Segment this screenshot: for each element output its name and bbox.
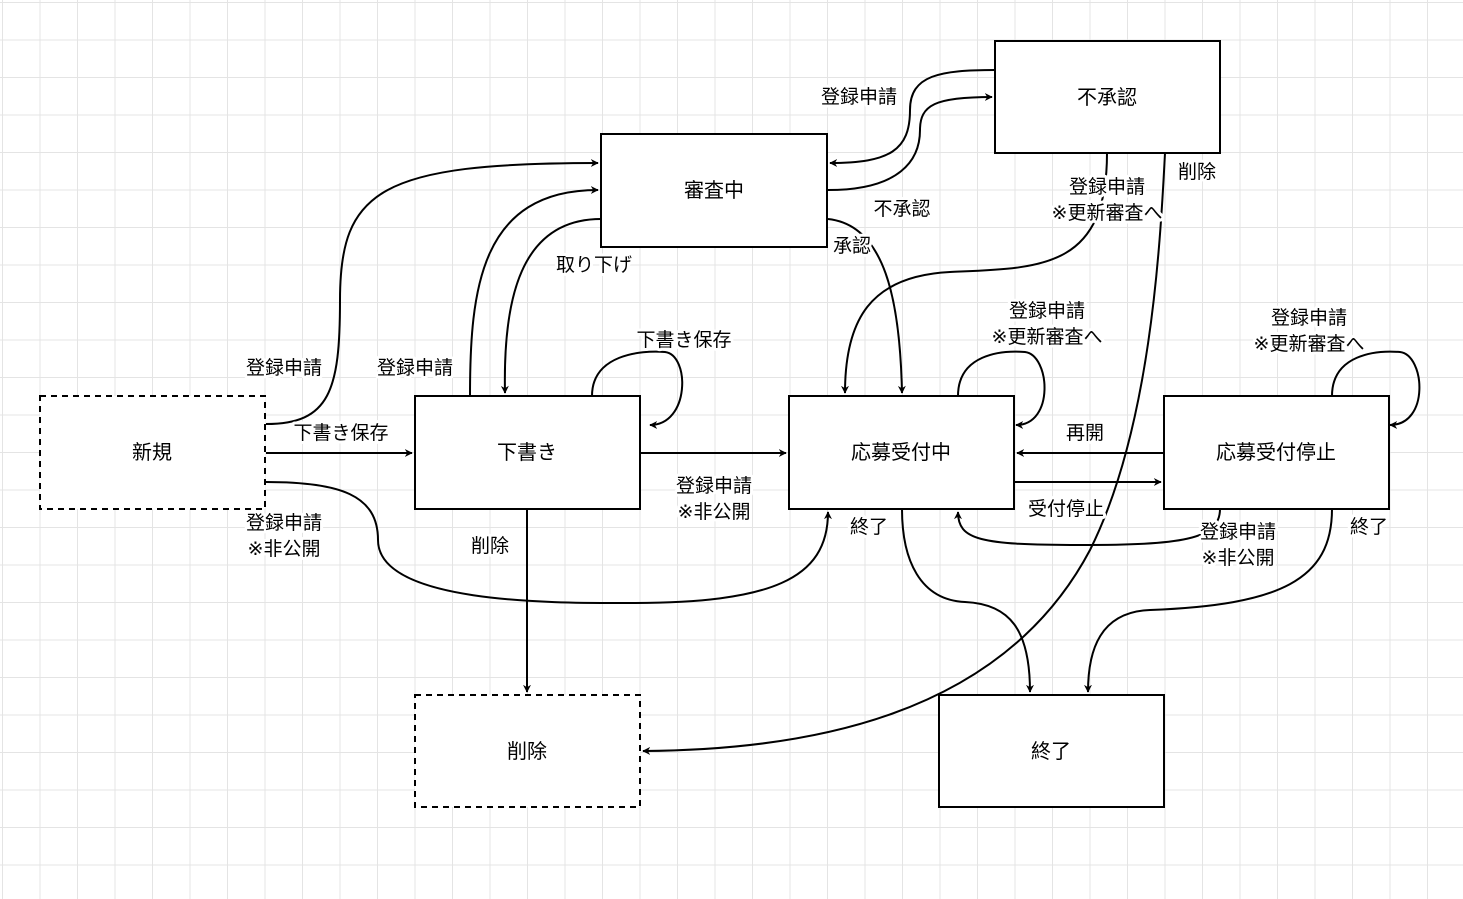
label-shinsa-to-shitagaki: 取り下げ: [556, 254, 632, 276]
label-shitagaki-to-shinsa: 登録申請: [377, 357, 453, 379]
node-sakujo-label: 削除: [507, 739, 547, 763]
label-obo-self-1: 登録申請: [1009, 300, 1085, 322]
node-oboteishi[interactable]: 応募受付停止: [1163, 395, 1390, 510]
edge-shitagaki-to-shinsa: [469, 186, 599, 397]
label-shitagaki-to-sakujo: 削除: [471, 535, 509, 557]
label-fushonin-to-obo-2: ※更新審査へ: [1052, 202, 1163, 224]
label-shinki-to-shitagaki: 下書き保存: [293, 422, 388, 444]
edge-shinsa-to-shitagaki: [500, 218, 602, 394]
label-obo-self-2: ※更新審査へ: [992, 326, 1103, 348]
label-teishi-self-2: ※更新審査へ: [1254, 333, 1365, 355]
label-teishi-self-1: 登録申請: [1271, 307, 1347, 329]
edge-teishi-to-obo-sub: [954, 508, 1221, 547]
label-teishi-to-obo: 再開: [1066, 422, 1104, 444]
label-obo-to-shuryo: 終了: [850, 516, 888, 538]
edge-fushonin-to-sakujo: [642, 152, 1166, 755]
node-shuryo[interactable]: 終了: [938, 694, 1165, 808]
node-oboshuchu[interactable]: 応募受付中: [788, 395, 1015, 510]
label-shinki-to-shinsa: 登録申請: [246, 357, 322, 379]
edge-fushonin-to-shinsa: [829, 69, 996, 167]
node-shuryo-label: 終了: [1031, 739, 1071, 763]
edge-shinki-to-obo: [265, 481, 832, 605]
label-fushonin-to-obo-1: 登録申請: [1069, 176, 1145, 198]
edge-shinsa-to-fushonin: [827, 93, 993, 191]
node-shinsachu[interactable]: 審査中: [600, 133, 828, 248]
node-shinki[interactable]: 新規: [39, 395, 266, 510]
label-shitagaki-self: 下書き保存: [636, 329, 731, 351]
node-oboteishi-label: 応募受付停止: [1216, 440, 1336, 464]
label-teishi-to-obo-sub-1: 登録申請: [1200, 521, 1276, 543]
label-shinki-to-obo-2: ※非公開: [248, 538, 321, 560]
node-sakujo[interactable]: 削除: [414, 694, 641, 808]
node-shinki-label: 新規: [132, 440, 172, 464]
node-fushonin-label: 不承認: [1077, 85, 1137, 109]
node-shitagaki[interactable]: 下書き: [414, 395, 641, 510]
edge-teishi-to-shuryo: [1084, 508, 1333, 693]
label-teishi-to-shuryo: 終了: [1350, 516, 1388, 538]
label-obo-to-teishi: 受付停止: [1028, 498, 1104, 520]
label-shitagaki-to-obo-2: ※非公開: [678, 501, 751, 523]
edge-obo-self: [957, 350, 1046, 429]
label-teishi-to-obo-sub-2: ※非公開: [1202, 547, 1275, 569]
label-fushonin-to-shinsa: 登録申請: [821, 86, 897, 108]
edge-labels: 登録申請 下書き保存 登録申請 ※非公開 登録申請 取り下げ 下書き保存 登録申…: [243, 83, 1391, 572]
edge-shinki-to-shinsa: [265, 159, 599, 425]
edge-obo-to-shuryo: [901, 508, 1034, 693]
label-shinsa-to-fushonin: 不承認: [873, 198, 930, 220]
label-shinsa-to-obo: 承認: [833, 235, 871, 257]
label-shinki-to-obo-1: 登録申請: [246, 512, 322, 534]
node-shinsachu-label: 審査中: [684, 178, 744, 202]
edge-fushonin-to-obo: [841, 152, 1108, 394]
edge-shitagaki-self: [591, 350, 684, 429]
label-fushonin-to-sakujo: 削除: [1178, 161, 1216, 183]
node-shitagaki-label: 下書き: [497, 440, 557, 464]
edge-teishi-self: [1331, 350, 1421, 429]
node-fushonin[interactable]: 不承認: [994, 40, 1221, 154]
node-oboshuchu-label: 応募受付中: [851, 440, 951, 464]
label-shitagaki-to-obo-1: 登録申請: [676, 475, 752, 497]
edge-shinsa-to-obo: [827, 218, 906, 394]
